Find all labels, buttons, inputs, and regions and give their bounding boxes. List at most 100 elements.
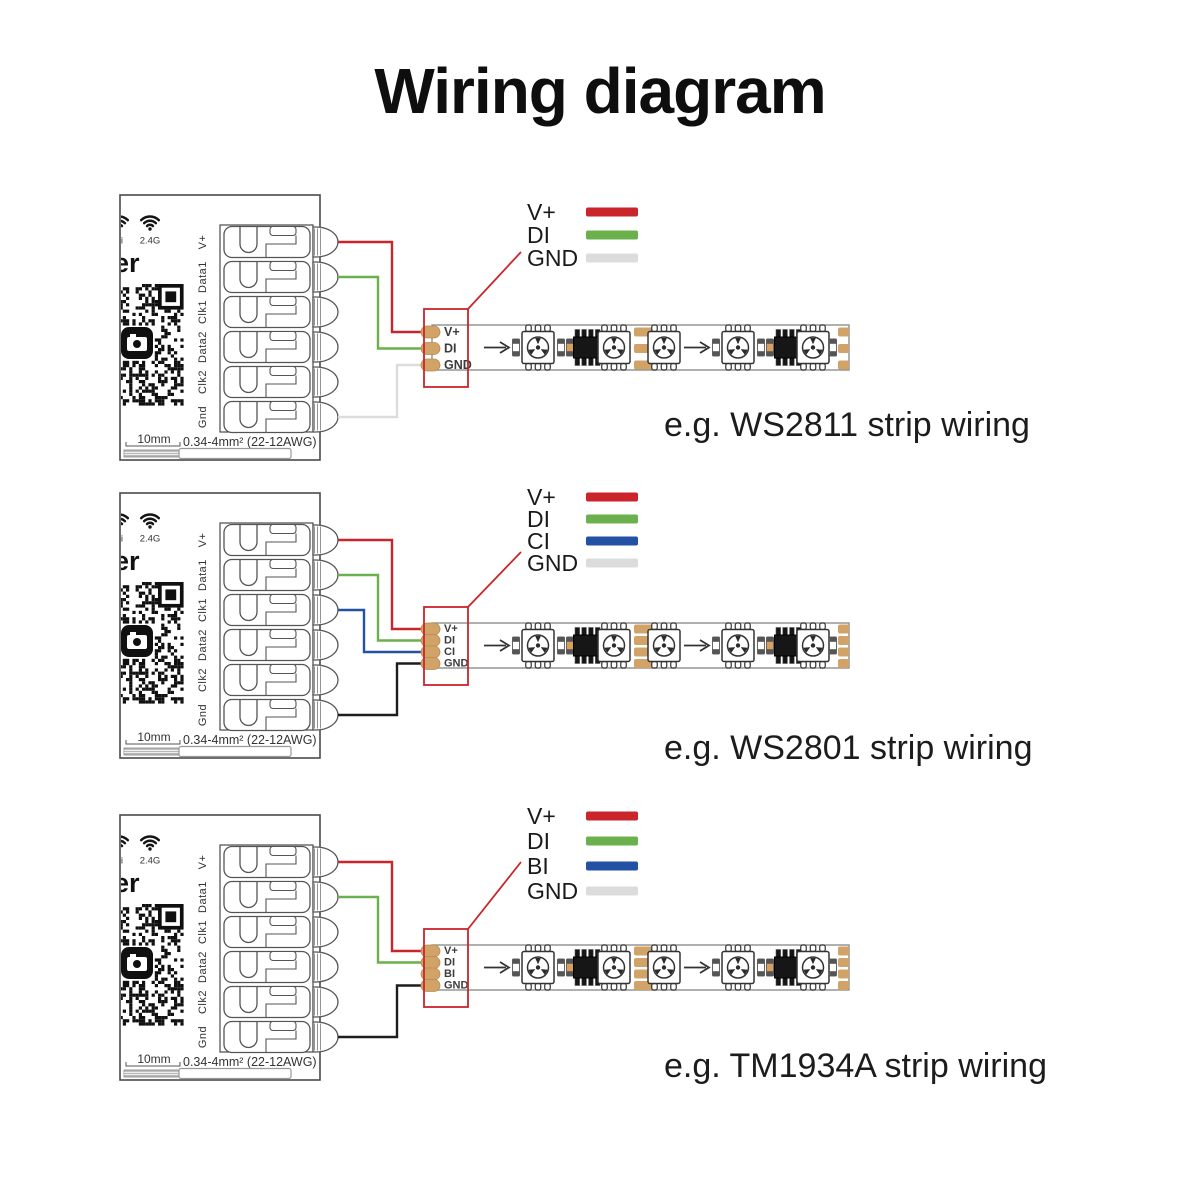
bullet-terminal bbox=[312, 366, 339, 398]
connector-pad-label-v+: V+ bbox=[444, 623, 458, 635]
qr-code bbox=[121, 284, 184, 406]
terminal-label-data1: Data1 bbox=[197, 881, 209, 913]
legend-row-v+: V+ bbox=[527, 484, 638, 510]
solder-pad bbox=[838, 946, 849, 956]
bullet-terminal bbox=[312, 524, 339, 556]
wifi-icon-partial: Fi bbox=[121, 513, 130, 545]
terminal-label-data2: Data2 bbox=[197, 629, 209, 661]
callout-line bbox=[467, 251, 522, 310]
wifi-icon-2-4g: 2.4G bbox=[140, 215, 160, 247]
smd-resistor bbox=[829, 958, 837, 977]
connector-pad-label-di: DI bbox=[444, 957, 455, 969]
legend-row-di: DI bbox=[527, 506, 638, 532]
bullet-terminal bbox=[312, 664, 339, 696]
smd-resistor bbox=[766, 338, 774, 357]
wire-insulation bbox=[178, 745, 292, 757]
terminal-clamp bbox=[223, 1020, 339, 1054]
terminal-clamp bbox=[223, 365, 339, 399]
qr-camera-logo bbox=[121, 947, 153, 979]
smd-resistor bbox=[829, 636, 837, 655]
legend-row-v+: V+ bbox=[527, 199, 638, 225]
led-chip bbox=[721, 944, 755, 991]
smd-resistor bbox=[829, 338, 837, 357]
connector-pad-label-v+: V+ bbox=[444, 325, 460, 339]
smd-resistor bbox=[712, 958, 720, 977]
wifi-icon-2-4g-label: 2.4G bbox=[140, 534, 161, 545]
bullet-terminal bbox=[312, 1021, 339, 1053]
smd-resistor bbox=[712, 636, 720, 655]
section-caption-ws2811: e.g. WS2811 strip wiring bbox=[664, 406, 1030, 444]
led-chip bbox=[597, 324, 631, 371]
callout-box bbox=[423, 606, 469, 686]
section-caption-tm1934a: e.g. TM1934A strip wiring bbox=[664, 1047, 1047, 1085]
scale-label: 10mm bbox=[137, 432, 170, 446]
legend-row-di: DI bbox=[527, 828, 638, 854]
smd-resistor bbox=[512, 636, 520, 655]
connector-pad-label-di: DI bbox=[444, 342, 457, 356]
product-name-fragment: er bbox=[114, 868, 140, 898]
legend-swatch bbox=[586, 536, 638, 546]
wifi-icon-2-4g-label: 2.4G bbox=[140, 856, 161, 867]
connector-pad-label-gnd: GND bbox=[444, 980, 469, 992]
wire-red bbox=[338, 860, 423, 953]
smd-resistor bbox=[766, 636, 774, 655]
wifi-icon-partial-label: Fi bbox=[115, 236, 123, 247]
wire-gray bbox=[338, 363, 423, 419]
terminal-label-clk1: Clk1 bbox=[197, 920, 209, 944]
callout-line bbox=[467, 551, 522, 608]
terminal-label-data1: Data1 bbox=[197, 261, 209, 293]
stripped-wire-strands bbox=[123, 1069, 181, 1078]
solder-pad bbox=[838, 327, 849, 337]
terminal-label-v+: V+ bbox=[197, 855, 209, 870]
terminal-label-gnd: Gnd bbox=[197, 406, 209, 428]
terminal-label-data1: Data1 bbox=[197, 559, 209, 591]
stripped-wire-strands bbox=[123, 747, 181, 756]
legend-row-bi: BI bbox=[527, 853, 638, 879]
led-chip bbox=[796, 944, 830, 991]
connector-pad-gnd bbox=[420, 657, 441, 670]
terminal-label-clk1: Clk1 bbox=[197, 300, 209, 324]
smd-resistor bbox=[512, 338, 520, 357]
solder-pad bbox=[838, 647, 849, 657]
smd-resistor bbox=[712, 338, 720, 357]
solder-pad bbox=[838, 981, 849, 990]
callout-box bbox=[423, 928, 469, 1008]
legend-swatch bbox=[586, 558, 638, 568]
smd-resistor bbox=[512, 958, 520, 977]
direction-arrow-icon bbox=[484, 639, 511, 652]
wire-red bbox=[338, 240, 423, 334]
led-strip bbox=[431, 944, 850, 991]
legend-label: GND bbox=[527, 550, 578, 576]
led-chip bbox=[796, 324, 830, 371]
connector-pad-di bbox=[420, 342, 441, 355]
smd-resistor bbox=[757, 636, 765, 655]
led-chip bbox=[521, 944, 555, 991]
bullet-terminal bbox=[312, 699, 339, 731]
direction-arrow-icon bbox=[484, 961, 511, 974]
bullet-terminal bbox=[312, 331, 339, 363]
led-strip bbox=[431, 324, 850, 371]
scale-label: 10mm bbox=[137, 730, 170, 744]
led-chip bbox=[597, 622, 631, 669]
legend-label: V+ bbox=[527, 803, 556, 829]
wifi-icon-partial-label: Fi bbox=[115, 856, 123, 867]
terminal-clamp bbox=[223, 225, 339, 259]
terminal-clamp bbox=[223, 915, 339, 949]
smd-resistor bbox=[757, 338, 765, 357]
terminal-clamp bbox=[223, 663, 339, 697]
wires bbox=[338, 538, 423, 717]
terminal-clamp bbox=[223, 260, 339, 294]
connector-pad-gnd bbox=[420, 979, 441, 992]
wire-insulation bbox=[178, 447, 292, 459]
solder-pad bbox=[838, 659, 849, 668]
legend-label: DI bbox=[527, 506, 550, 532]
connector-pad-label-gnd: GND bbox=[444, 358, 472, 372]
smd-resistor bbox=[557, 338, 565, 357]
solder-pad bbox=[838, 636, 849, 645]
connector-pad-label-bi: BI bbox=[444, 968, 455, 980]
